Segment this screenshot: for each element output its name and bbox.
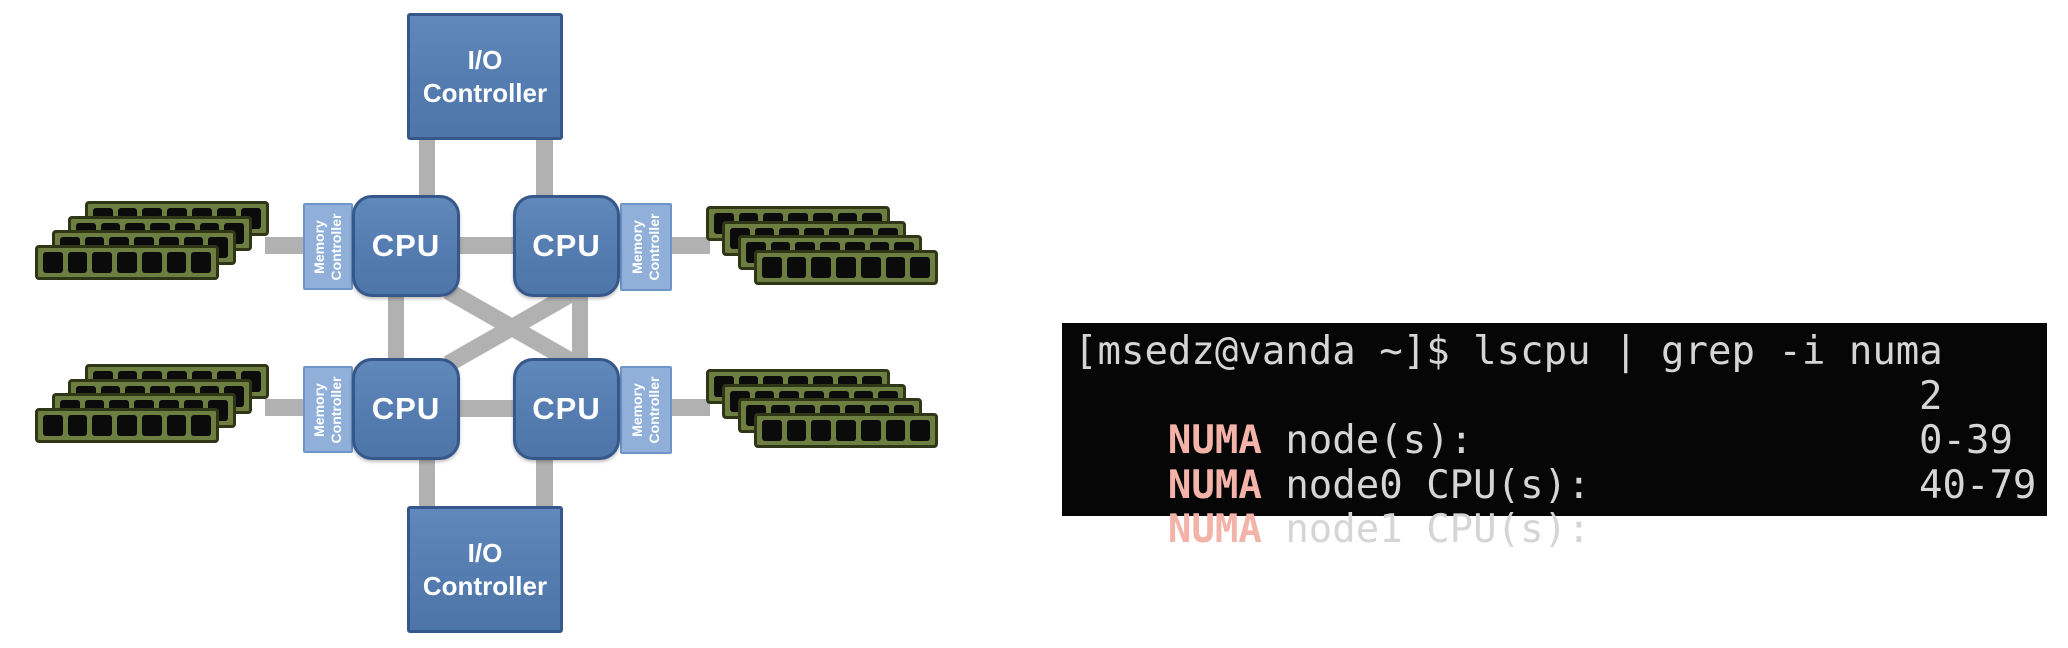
link-cpu-vertical-right bbox=[572, 294, 588, 361]
memory-chip bbox=[191, 415, 212, 436]
dimm-chip-row bbox=[762, 257, 931, 278]
io-controller-label-line1: I/O bbox=[467, 44, 503, 75]
memory-controller-bottom-right: Memory Controller bbox=[620, 366, 672, 454]
memory-controller-label: Memory Controller bbox=[629, 376, 662, 444]
memory-chip bbox=[43, 252, 63, 273]
ram-dimm bbox=[35, 245, 219, 280]
link-ram-bottom-left bbox=[265, 399, 305, 416]
row-label: node(s): bbox=[1261, 418, 1474, 463]
io-controller-label-line2: Controller bbox=[422, 570, 548, 601]
memory-chip bbox=[860, 420, 881, 441]
memory-chip bbox=[117, 415, 137, 436]
cpu-node-top-right: CPU bbox=[513, 195, 620, 297]
io-controller-label-line1: I/O bbox=[467, 537, 503, 568]
ram-stack-bottom-left bbox=[35, 364, 275, 444]
cpu-label: CPU bbox=[532, 391, 601, 426]
memory-chip bbox=[885, 420, 906, 441]
memory-chip bbox=[762, 420, 782, 441]
memory-chip bbox=[811, 420, 832, 441]
memory-chip bbox=[885, 257, 906, 278]
ram-stack-bottom-right bbox=[706, 369, 946, 449]
ram-stack-top-left bbox=[35, 201, 275, 281]
memory-controller-label: Memory Controller bbox=[311, 213, 344, 280]
link-io-bottom-right bbox=[536, 458, 553, 508]
memory-controller-label: Memory Controller bbox=[629, 213, 662, 281]
memory-chip bbox=[166, 415, 187, 436]
memory-controller-top-left: Memory Controller bbox=[303, 203, 353, 290]
terminal-output-row: NUMA node(s): 2 bbox=[1074, 373, 2047, 463]
ram-stack-top-right bbox=[706, 206, 946, 286]
memory-chip bbox=[141, 252, 162, 273]
ram-dimm bbox=[754, 250, 938, 285]
link-io-top-left bbox=[419, 139, 435, 197]
dimm-chip-row bbox=[43, 252, 212, 273]
memory-chip bbox=[141, 415, 162, 436]
row-value: 2 bbox=[1919, 373, 1943, 419]
cpu-node-top-left: CPU bbox=[352, 195, 460, 297]
io-controller-label-line2: Controller bbox=[422, 77, 548, 108]
numa-highlight: NUMA bbox=[1167, 507, 1262, 552]
link-cpu-horizontal-top bbox=[456, 237, 516, 254]
terminal-output-row: NUMA node0 CPU(s): 0-39 bbox=[1074, 418, 2047, 507]
memory-chip bbox=[836, 420, 856, 441]
memory-chip bbox=[166, 252, 187, 273]
memory-chip bbox=[92, 252, 113, 273]
memory-chip bbox=[67, 252, 88, 273]
cpu-label: CPU bbox=[532, 228, 601, 263]
memory-chip bbox=[117, 252, 137, 273]
memory-chip bbox=[860, 257, 881, 278]
memory-chip bbox=[67, 415, 88, 436]
dimm-chip-row bbox=[43, 415, 212, 436]
memory-chip bbox=[786, 420, 807, 441]
numa-highlight: NUMA bbox=[1167, 462, 1262, 508]
terminal-window[interactable]: [msedz@vanda ~]$ lscpu | grep -i numa NU… bbox=[1062, 323, 2047, 552]
memory-controller-label: Memory Controller bbox=[311, 376, 344, 443]
memory-chip bbox=[92, 415, 113, 436]
row-label: node1 CPU(s): bbox=[1261, 507, 1591, 552]
link-ram-bottom-right bbox=[669, 399, 710, 416]
cpu-node-bottom-right: CPU bbox=[513, 358, 620, 460]
row-label: node0 CPU(s): bbox=[1261, 462, 1591, 508]
link-cpu-horizontal-bottom bbox=[456, 400, 516, 417]
ram-dimm bbox=[754, 413, 938, 448]
memory-controller-top-right: Memory Controller bbox=[620, 203, 672, 291]
memory-chip bbox=[811, 257, 832, 278]
io-controller-top: I/O Controller bbox=[407, 13, 563, 140]
link-cpu-vertical-left bbox=[388, 294, 404, 361]
ram-dimm bbox=[35, 408, 219, 443]
memory-controller-bottom-left: Memory Controller bbox=[303, 366, 353, 453]
cpu-label: CPU bbox=[371, 228, 441, 263]
link-io-top-right bbox=[536, 139, 553, 197]
memory-chip bbox=[836, 257, 856, 278]
io-controller-bottom: I/O Controller bbox=[407, 506, 563, 633]
row-value: 0-39 bbox=[1919, 418, 2013, 463]
memory-chip bbox=[762, 257, 782, 278]
terminal-output-row: NUMA node1 CPU(s): 40-79 bbox=[1074, 462, 2047, 552]
memory-chip bbox=[910, 420, 931, 441]
memory-chip bbox=[191, 252, 212, 273]
link-ram-top-left bbox=[265, 237, 305, 254]
dimm-chip-row bbox=[762, 420, 931, 441]
link-ram-top-right bbox=[669, 237, 710, 254]
link-io-bottom-left bbox=[419, 458, 435, 508]
row-value: 40-79 bbox=[1919, 462, 2037, 508]
numa-highlight: NUMA bbox=[1167, 418, 1262, 463]
cpu-node-bottom-left: CPU bbox=[352, 358, 460, 460]
cpu-label: CPU bbox=[371, 391, 441, 426]
terminal-prompt-line: [msedz@vanda ~]$ lscpu | grep -i numa bbox=[1074, 329, 1943, 374]
memory-chip bbox=[910, 257, 931, 278]
memory-chip bbox=[43, 415, 63, 436]
memory-chip bbox=[786, 257, 807, 278]
